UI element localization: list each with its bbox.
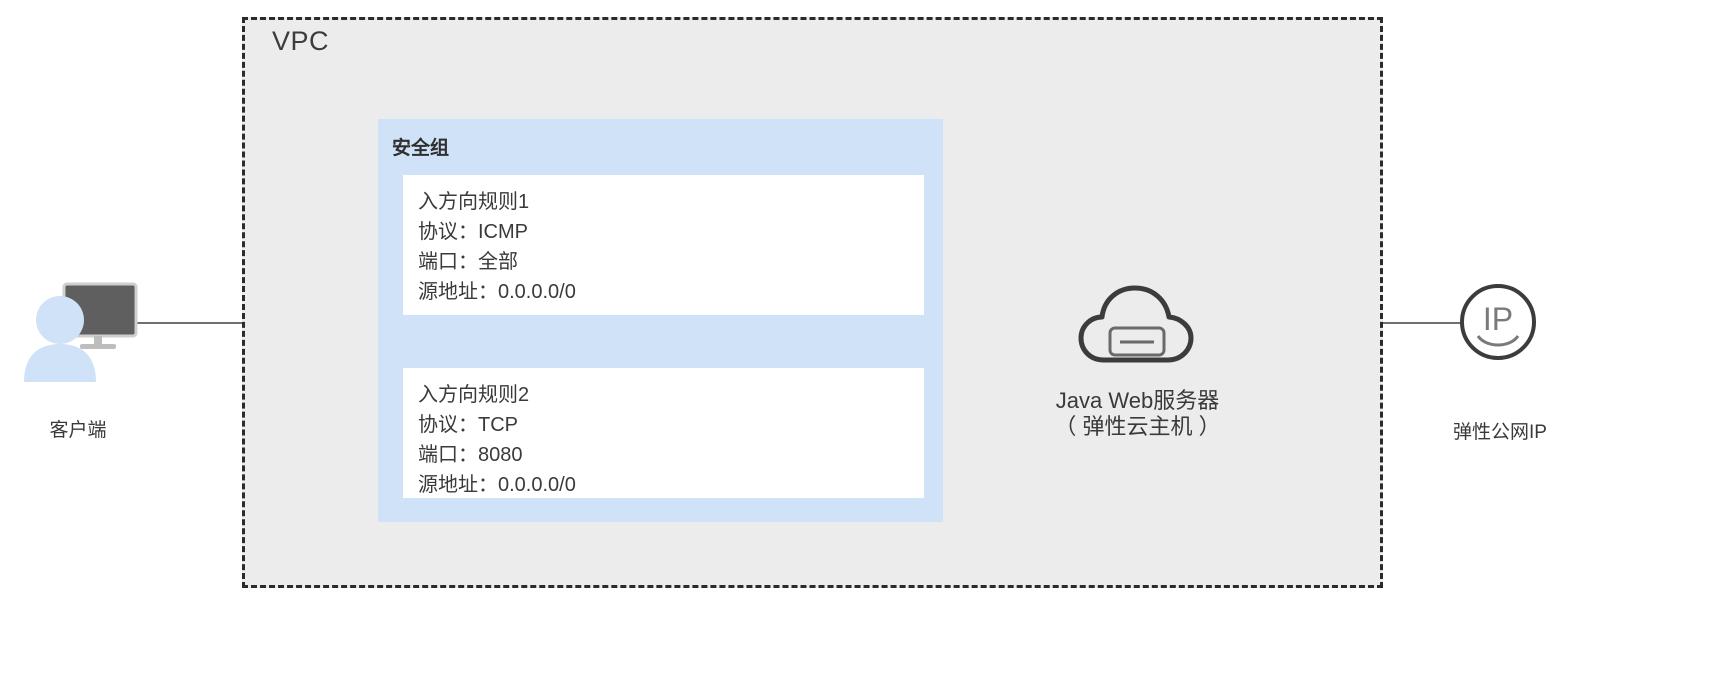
eip-node-label-wrap: 弹性公网IP	[1425, 420, 1575, 446]
rule-2-source: 源地址：0.0.0.0/0	[418, 474, 576, 496]
rule-1-name: 入方向规则1	[418, 191, 530, 213]
vpc-label: VPC	[272, 26, 330, 56]
server-node-label-wrap: Java Web服务器 （ 弹性云主机 ）	[1000, 388, 1275, 440]
rule-1-source: 源地址：0.0.0.0/0	[418, 281, 576, 303]
client-label: 客户端	[49, 420, 107, 441]
server-label-line2: （ 弹性云主机 ）	[1054, 414, 1221, 439]
ip-circle-icon: IP	[1458, 282, 1538, 362]
server-label-line1: Java Web服务器	[1055, 388, 1220, 413]
rule-1-protocol: 协议：ICMP	[418, 221, 528, 243]
rule-2-port: 端口：8080	[418, 444, 523, 466]
rule-1-port: 端口：全部	[418, 251, 518, 273]
cloud-server-icon	[1078, 284, 1196, 364]
user-monitor-icon	[18, 278, 138, 386]
client-node-label-wrap: 客户端	[8, 418, 148, 444]
rule-2-name: 入方向规则2	[418, 384, 530, 406]
inbound-rule-1-box: 入方向规则1 协议：ICMP 端口：全部 源地址：0.0.0.0/0	[403, 175, 924, 315]
inbound-rule-2-box: 入方向规则2 协议：TCP 端口：8080 源地址：0.0.0.0/0	[403, 368, 924, 498]
eip-label: 弹性公网IP	[1453, 422, 1547, 443]
svg-text:IP: IP	[1483, 301, 1513, 337]
rule-2-protocol: 协议：TCP	[418, 414, 518, 436]
security-group-label: 安全组	[392, 138, 450, 159]
